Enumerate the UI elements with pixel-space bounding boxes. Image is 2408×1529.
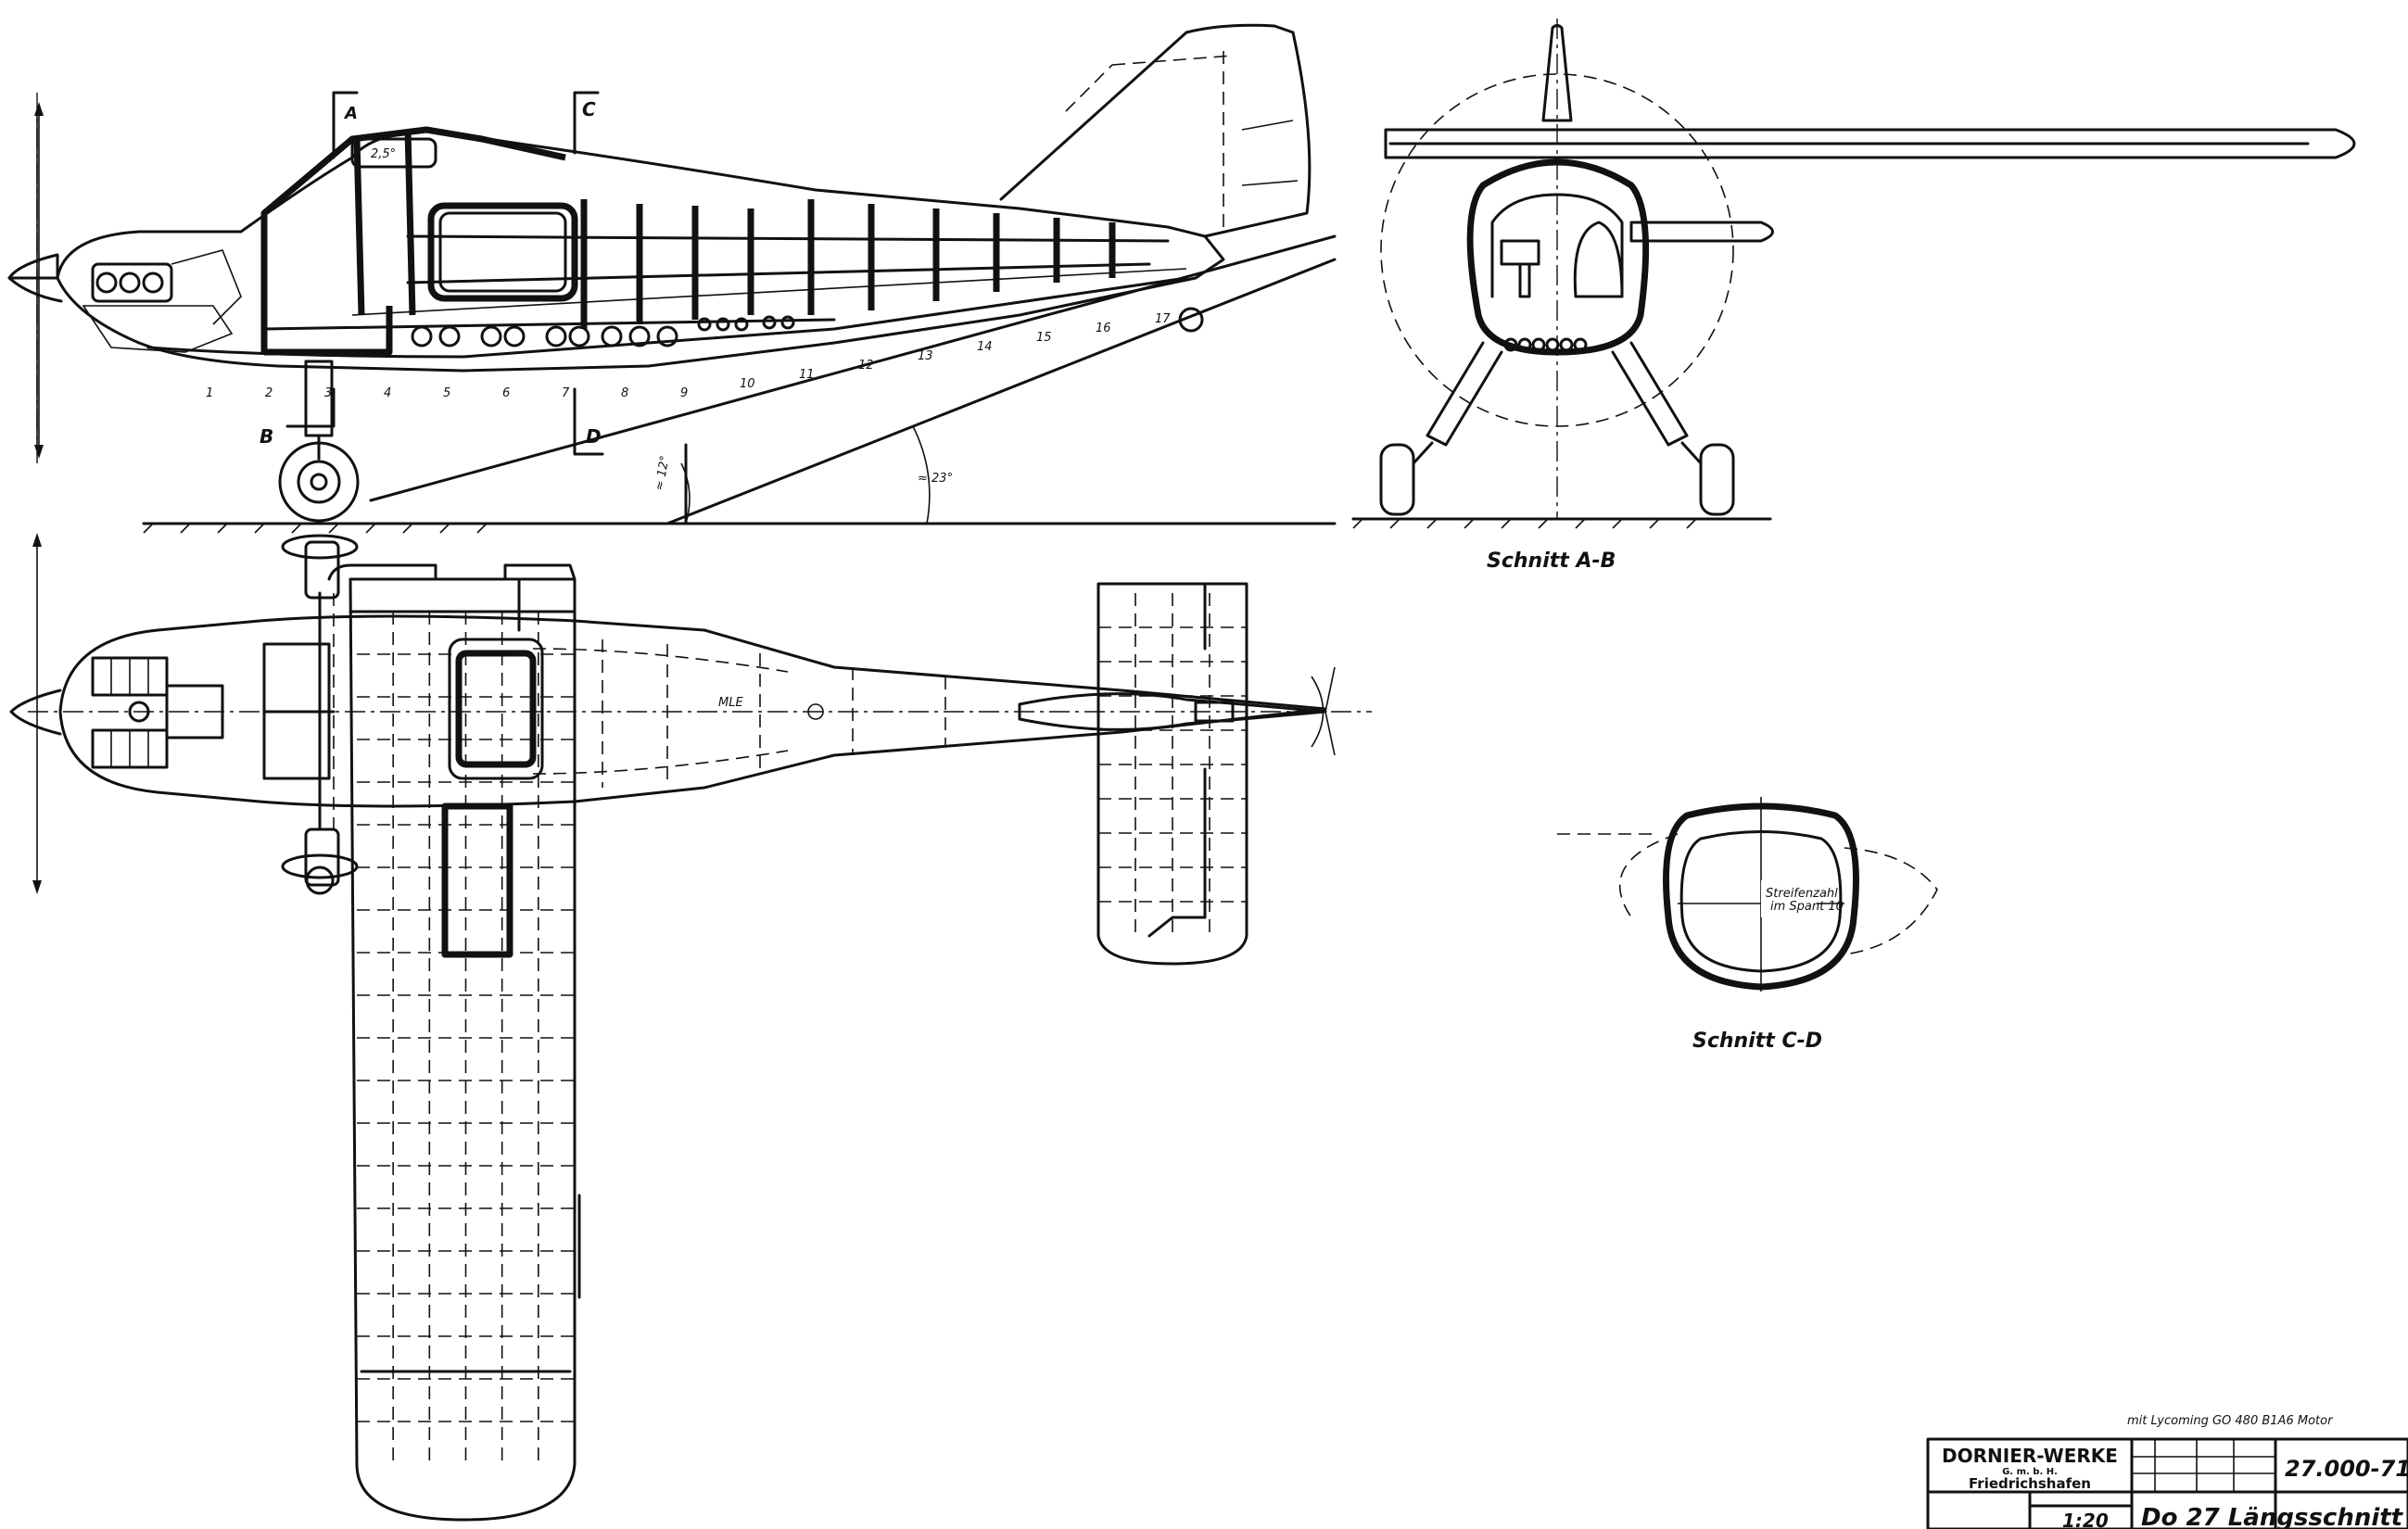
title-block: mit Lycoming GO 480 B1A6 Motor DORNIER-W…	[1926, 1414, 2408, 1529]
svg-text:C: C	[582, 98, 596, 120]
tail-grid	[1098, 593, 1247, 936]
frame-number: 5	[443, 386, 450, 400]
frame-number: 9	[680, 386, 688, 400]
cd-hatched-cabin	[1679, 830, 1843, 973]
front-tailplane	[1629, 221, 1774, 243]
fin-rib	[1111, 55, 1234, 66]
right-wheel	[1699, 443, 1735, 516]
frame-number: 15	[1036, 331, 1052, 345]
section-marker-c: C	[573, 91, 600, 155]
frame-number: 4	[384, 386, 391, 400]
svg-text:im Spant 10: im Spant 10	[1770, 900, 1844, 914]
schnitt-cd-label: Schnitt C-D	[1692, 1030, 1822, 1053]
side-view: 2,5°	[7, 23, 1337, 534]
gear-plan	[281, 534, 359, 895]
frame-number: 16	[1096, 322, 1111, 335]
svg-text:D: D	[586, 425, 602, 448]
cd-wing-curve-left	[1618, 833, 1679, 918]
fuselage-frames	[580, 199, 1116, 329]
front-seat-left	[1500, 239, 1540, 266]
cabin-window-inner	[438, 211, 567, 293]
spinner-plan	[9, 689, 62, 736]
title-block-frame	[1926, 1437, 2408, 1529]
cd-wing-line-right	[1844, 847, 1938, 955]
angle-label-12: ≈ 12°	[653, 455, 672, 492]
svg-text:Streifenzahl: Streifenzahl	[1766, 887, 1838, 901]
drawing-scale: 1:20	[2062, 1510, 2109, 1529]
canopy-top	[350, 137, 437, 169]
left-gear-leg	[1426, 341, 1503, 447]
svg-text:B: B	[260, 425, 273, 448]
frame-number: 13	[918, 349, 933, 363]
left-wheel	[1379, 443, 1415, 516]
cabin-window	[427, 202, 578, 302]
svg-text:2,5°: 2,5°	[371, 147, 396, 161]
frame-number: 12	[858, 359, 874, 373]
svg-text:MLE: MLE	[718, 696, 743, 710]
spinner-lower	[7, 276, 63, 303]
wing-grid	[357, 612, 575, 1464]
skylight	[455, 650, 537, 768]
main-wheel	[278, 441, 360, 523]
cd-fuselage-outline	[1663, 802, 1859, 991]
front-wing	[1384, 128, 2356, 159]
wing-fillet-rear	[503, 563, 577, 581]
fuselage-stringer	[351, 268, 1187, 316]
company-name: DORNIER-WERKE	[1942, 1445, 2118, 1467]
frame-number: 7	[562, 386, 570, 400]
schnitt-ab-label: Schnitt A-B	[1487, 550, 1616, 573]
plan-view: MLE	[9, 533, 1372, 1522]
right-gear-leg	[1611, 341, 1689, 447]
fin-spar	[1065, 64, 1113, 112]
fuselage-longerons	[262, 234, 1170, 331]
wing-inspection-panel	[441, 802, 513, 958]
wing-fillet-front	[327, 563, 437, 581]
company-form: G. m. b. H.	[2002, 1467, 2058, 1477]
rudder-ribs	[1241, 120, 1299, 186]
frame-number: 1	[206, 386, 213, 400]
fuselage-structure	[532, 648, 789, 775]
engine-plan	[91, 656, 224, 769]
frame-number: 10	[740, 377, 755, 391]
horizontal-tail-plan	[1096, 582, 1248, 966]
drawing-number: 27.000-716	[2285, 1456, 2408, 1482]
cockpit-posts	[353, 129, 416, 316]
vertical-tail	[999, 23, 1312, 238]
svg-text:A: A	[343, 104, 358, 123]
angle-line-12	[369, 234, 1337, 502]
frame-number: 6	[502, 386, 510, 400]
wing-plan	[349, 577, 577, 1522]
section-marker-d: D	[573, 387, 604, 456]
frame-number: 3	[324, 386, 332, 400]
frame-number: 14	[977, 340, 993, 354]
small-holes	[697, 315, 795, 332]
tail-cone	[1018, 692, 1327, 731]
frame-number: 2	[265, 386, 272, 400]
front-view-section-ab: Schnitt A-B	[1351, 19, 2356, 573]
company-city: Friedrichshafen	[1969, 1475, 2091, 1492]
spinner	[7, 253, 59, 280]
angle-line-23	[665, 258, 1337, 525]
front-seat-right	[1573, 221, 1624, 298]
section-cd: Streifenzahl im Spant 10 Schnitt C-D	[1557, 797, 1938, 1053]
front-holes	[1503, 337, 1588, 352]
section-marker-b: B	[260, 387, 336, 448]
frame-number: 17	[1155, 312, 1171, 326]
main-gear	[278, 360, 360, 523]
drawing-title: Do 27 Längsschnitt	[2141, 1504, 2404, 1529]
frame-number: 8	[621, 386, 628, 400]
ground-hatch	[143, 523, 488, 534]
frame-number: 11	[799, 368, 815, 382]
angle-label-23: ≈ 23°	[918, 472, 953, 486]
cockpit-frame	[260, 126, 566, 356]
section-marker-a: A	[332, 91, 359, 159]
lightening-holes	[411, 325, 678, 348]
engine	[82, 249, 242, 353]
engine-note: mit Lycoming GO 480 B1A6 Motor	[2127, 1414, 2334, 1428]
